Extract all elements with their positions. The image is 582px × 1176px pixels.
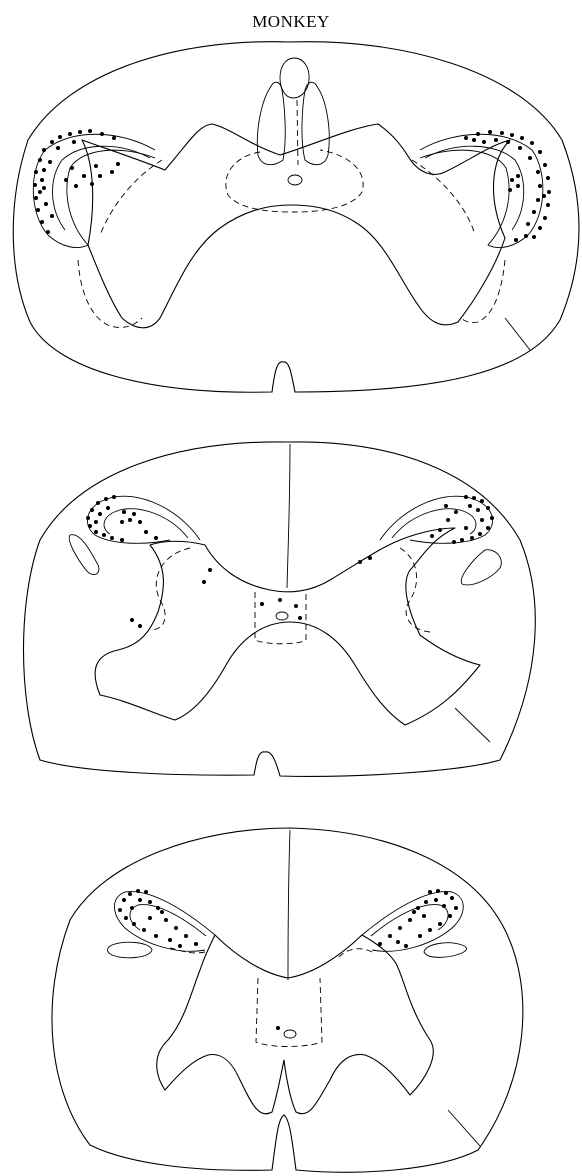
section-outline [24,442,536,776]
posterior-median-septum [297,100,298,165]
root-line [505,318,530,350]
ventral-lamina-right [462,260,505,323]
section-outline [52,828,523,1172]
root-line [448,1110,480,1146]
lateral-islet-right [424,943,467,958]
dorsal-horn-lamina-right [420,134,543,247]
root-line [455,708,490,742]
grey-matter [157,935,433,1114]
dorsal-horn-lamina-right-inner [392,509,476,538]
lamina-x-boundary [226,150,363,212]
posterior-septum-oval [280,58,309,98]
posterior-column-right [302,82,329,164]
lateral-islet-right [461,550,501,585]
lateral-islet-left [108,942,153,957]
section-middle [24,442,536,776]
central-canal [276,612,288,620]
ventral-lamina-left [78,260,142,327]
dorsal-horn-lamina-right [380,496,493,543]
posterior-median-septum [287,444,290,588]
labeled-cells [86,495,494,628]
dorsal-horn-lamina-left [33,134,155,247]
central-canal [284,1030,296,1038]
ventral-horn-boundary-right [400,548,430,632]
ventral-horn-boundary-left [100,160,162,235]
section-upper [13,42,579,393]
lamina-x-boundary [256,978,322,1047]
ventral-horn-boundary-right [412,160,475,235]
section-outline [13,42,579,393]
section-lower [52,828,523,1172]
posterior-median-septum [288,830,290,980]
ventral-horn-boundary-right [336,949,372,960]
central-canal [288,175,302,185]
lateral-islet-left [69,535,99,575]
